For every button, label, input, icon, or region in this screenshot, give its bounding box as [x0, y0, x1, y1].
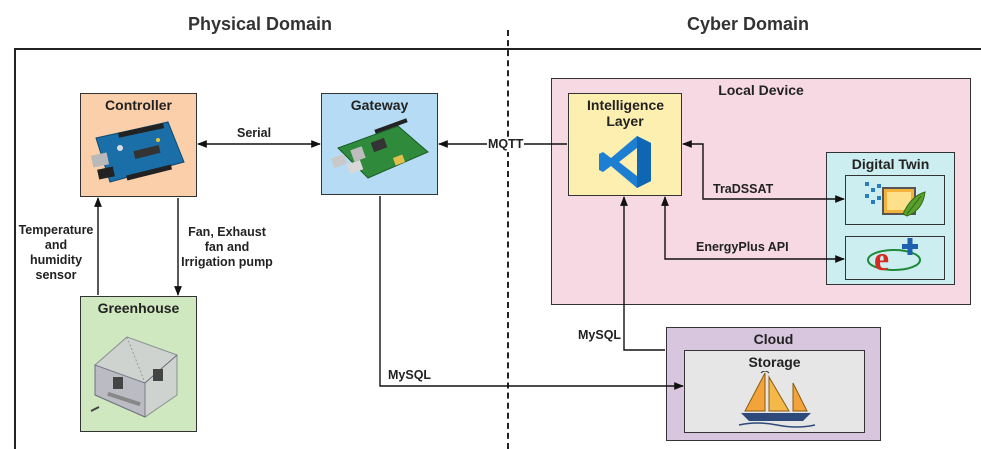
storage-box: Storage [684, 350, 865, 433]
frame-left-border [14, 48, 16, 449]
sensor-label-line3: humidity [29, 253, 83, 267]
sensor-label: Temperature and humidity sensor [16, 223, 96, 283]
tradssat-icon [865, 182, 926, 217]
cloud-title: Cloud [753, 331, 794, 347]
actuator-label-line1: Fan, Exhaust [188, 225, 266, 239]
storage-title: Storage [748, 354, 801, 370]
physical-domain-header: Physical Domain [188, 14, 333, 34]
gateway-box: Gateway [321, 93, 438, 195]
energyplus-label: EnergyPlus API [696, 240, 789, 254]
energyplus-box: e [845, 236, 945, 280]
intelligence-layer-box: Intelligence Layer [568, 93, 682, 196]
cyber-domain-header: Cyber Domain [687, 14, 810, 34]
frame-top-border [14, 48, 981, 50]
arduino-board-icon [90, 121, 185, 183]
controller-title: Controller [105, 97, 172, 113]
gateway-title: Gateway [350, 97, 409, 113]
actuator-label-line3: Irrigation pump [181, 255, 273, 269]
controller-box: Controller [80, 93, 197, 197]
svg-text:e: e [874, 241, 889, 278]
mqtt-label: MQTT [487, 137, 525, 152]
energyplus-icon: e [867, 238, 921, 278]
sailboat-icon [738, 371, 816, 428]
sensor-label-line1: Temperature [18, 223, 94, 237]
greenhouse-title: Greenhouse [97, 300, 180, 316]
mysql-gateway-label: MySQL [388, 368, 432, 382]
raspberry-pi-icon [330, 118, 429, 179]
domain-divider [507, 30, 509, 449]
greenhouse-box: Greenhouse [80, 296, 197, 432]
digital-twin-title: Digital Twin [851, 156, 930, 172]
greenhouse-model-icon [90, 336, 178, 418]
mysql-local-label: MySQL [578, 328, 622, 342]
actuator-label-line2: fan and [204, 240, 250, 254]
local-device-title: Local Device [718, 82, 804, 98]
actuator-label: Fan, Exhaust fan and Irrigation pump [176, 225, 278, 270]
sensor-label-line2: and [44, 238, 68, 252]
vscode-icon [599, 136, 651, 188]
tradssat-label: TraDSSAT [713, 182, 774, 196]
sensor-label-line4: sensor [35, 268, 77, 282]
serial-label: Serial [237, 126, 272, 140]
tradssat-box [845, 175, 945, 225]
intelligence-layer-title: Intelligence Layer [587, 97, 665, 129]
